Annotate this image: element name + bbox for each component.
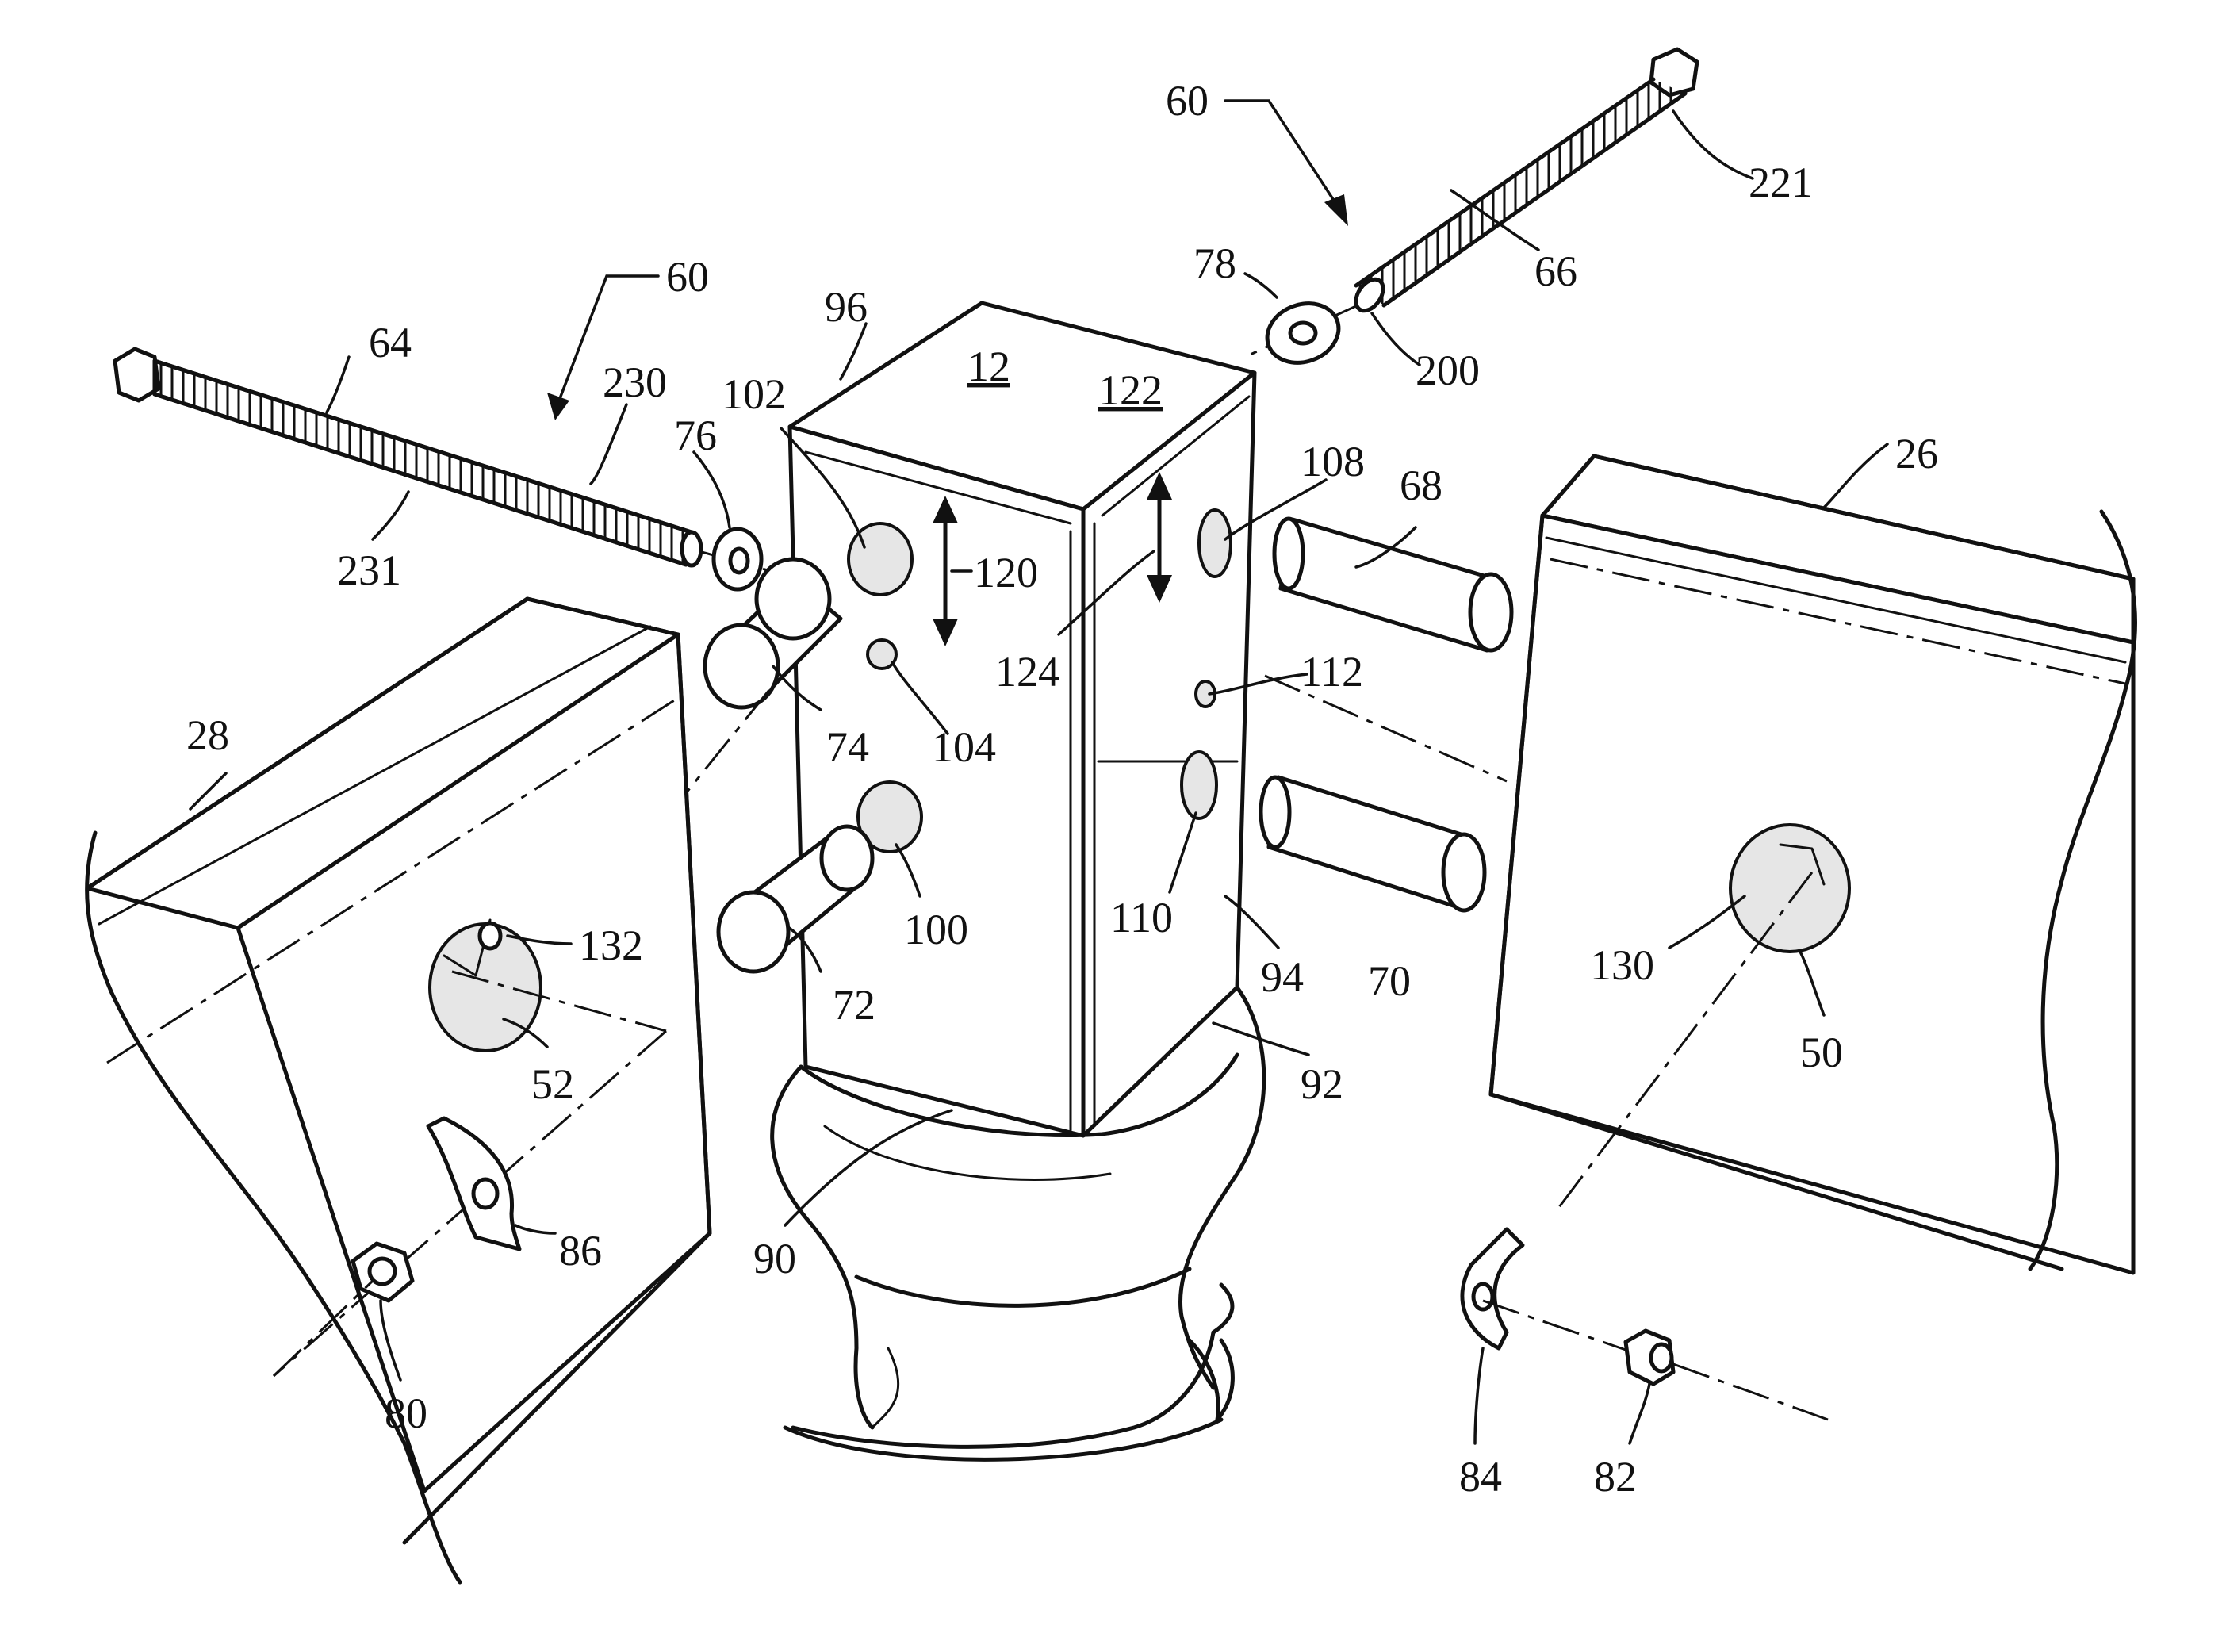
label-28: 28 bbox=[186, 711, 229, 759]
label-90: 90 bbox=[753, 1235, 796, 1282]
label-96: 96 bbox=[825, 283, 868, 331]
label-84: 84 bbox=[1459, 1453, 1502, 1501]
label-78: 78 bbox=[1193, 240, 1236, 287]
hole-102 bbox=[847, 522, 914, 596]
reference-numerals: 60 221 66 78 200 60 96 12 122 64 230 76 … bbox=[186, 77, 1938, 1501]
ref-arrow-60-left bbox=[547, 274, 660, 420]
dowel-70 bbox=[1259, 775, 1487, 913]
nut-80 bbox=[272, 1241, 415, 1378]
label-120: 120 bbox=[974, 549, 1038, 596]
dowel-74 bbox=[703, 557, 843, 710]
label-26: 26 bbox=[1895, 430, 1938, 477]
label-70: 70 bbox=[1368, 957, 1411, 1005]
label-132: 132 bbox=[579, 922, 643, 969]
hole-108 bbox=[1197, 508, 1232, 578]
hole-50 bbox=[1729, 823, 1851, 953]
label-72: 72 bbox=[833, 981, 875, 1029]
label-122: 122 bbox=[1098, 366, 1163, 414]
hole-100 bbox=[856, 780, 923, 853]
label-60-left: 60 bbox=[666, 253, 709, 301]
washer-76 bbox=[711, 527, 764, 592]
ref-arrow-60-top bbox=[1224, 99, 1348, 226]
central-post bbox=[787, 301, 1257, 1138]
right-bolt-66 bbox=[1244, 47, 1699, 358]
label-68: 68 bbox=[1400, 462, 1442, 509]
label-108: 108 bbox=[1301, 438, 1365, 485]
bracket-84 bbox=[1460, 1227, 1525, 1351]
label-86: 86 bbox=[559, 1227, 602, 1274]
label-64: 64 bbox=[369, 319, 412, 366]
nut-82 bbox=[1482, 1299, 1829, 1421]
label-12: 12 bbox=[967, 343, 1010, 390]
pedestal-base bbox=[770, 985, 1266, 1462]
dowel-68 bbox=[1272, 516, 1514, 653]
label-200: 200 bbox=[1416, 347, 1480, 394]
dowel-72 bbox=[716, 824, 875, 974]
label-221: 221 bbox=[1749, 159, 1813, 206]
label-74: 74 bbox=[826, 723, 869, 771]
label-130: 130 bbox=[1590, 941, 1654, 989]
label-94: 94 bbox=[1261, 953, 1304, 1001]
label-76: 76 bbox=[674, 412, 717, 459]
label-100: 100 bbox=[904, 906, 968, 953]
hole-104 bbox=[866, 638, 898, 670]
washer-78 bbox=[1265, 301, 1341, 365]
label-66: 66 bbox=[1534, 247, 1577, 295]
leader-lines bbox=[189, 109, 1889, 1445]
label-82: 82 bbox=[1594, 1453, 1637, 1501]
bracket-86 bbox=[426, 1116, 522, 1251]
label-60-top: 60 bbox=[1166, 77, 1209, 125]
arrow-124 bbox=[1147, 472, 1172, 603]
left-bolt-64 bbox=[113, 347, 818, 585]
label-124: 124 bbox=[995, 648, 1059, 696]
label-110: 110 bbox=[1110, 894, 1173, 941]
right-rail-26 bbox=[684, 454, 2137, 1275]
hole-110 bbox=[1180, 750, 1218, 820]
label-102: 102 bbox=[722, 370, 786, 418]
label-104: 104 bbox=[932, 723, 996, 771]
label-50: 50 bbox=[1800, 1029, 1843, 1076]
label-231: 231 bbox=[337, 546, 401, 594]
label-80: 80 bbox=[385, 1389, 427, 1437]
label-112: 112 bbox=[1301, 648, 1363, 696]
label-92: 92 bbox=[1301, 1060, 1343, 1108]
arrow-120 bbox=[933, 496, 958, 646]
label-52: 52 bbox=[531, 1060, 574, 1108]
label-230: 230 bbox=[603, 358, 667, 406]
